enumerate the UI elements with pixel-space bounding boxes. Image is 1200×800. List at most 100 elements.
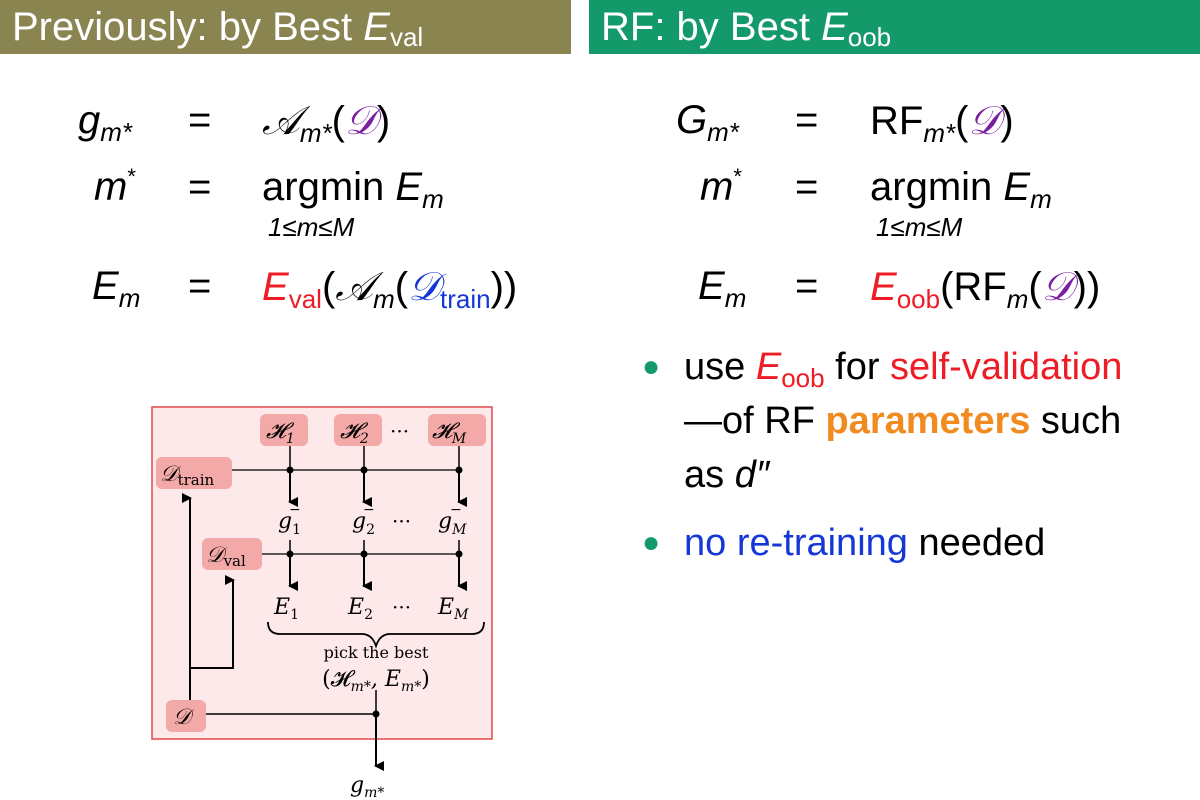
right-eq-row1: Gm* bbox=[676, 98, 739, 145]
left-eq-row1-rhs: 𝒜m*(𝒟) bbox=[262, 98, 391, 146]
RF-sub: m* bbox=[923, 118, 956, 148]
node-HM bbox=[428, 414, 486, 446]
left-eq-row2-rhs: argmin Em bbox=[262, 165, 444, 212]
d-param: d″ bbox=[734, 454, 770, 496]
dots-H: ··· bbox=[390, 419, 409, 443]
argmin-range: 1≤m≤M bbox=[268, 212, 355, 242]
paren: ) bbox=[376, 99, 391, 143]
equals: = bbox=[795, 165, 819, 209]
paren: ( bbox=[394, 265, 409, 309]
node-H1 bbox=[260, 414, 308, 446]
node-H2 bbox=[334, 414, 382, 446]
paren: ( bbox=[321, 265, 336, 309]
node-D-val bbox=[202, 538, 262, 570]
bullet-item: ● no re-training needed bbox=[640, 516, 1200, 570]
E-oob-sub: oob bbox=[781, 363, 825, 393]
g2-bar: − bbox=[363, 502, 375, 518]
E-oob-sub: oob bbox=[896, 284, 941, 314]
label-g1: g1 bbox=[278, 509, 301, 538]
paren: ( bbox=[1028, 265, 1042, 309]
algo-A: 𝒜 bbox=[262, 98, 300, 144]
paren: ( bbox=[955, 99, 969, 143]
paren: ( bbox=[940, 265, 954, 309]
RF-sub: m bbox=[1006, 284, 1029, 314]
bullet-dot-icon: ● bbox=[642, 526, 661, 559]
right-eq-row1-rhs: RFm*(𝒟) bbox=[870, 98, 1014, 146]
lhs: m bbox=[700, 165, 734, 209]
RF: RF bbox=[870, 99, 924, 143]
paren: )) bbox=[490, 265, 518, 309]
text: such bbox=[1030, 400, 1122, 442]
label-g-out: gm* bbox=[350, 773, 384, 800]
text: needed bbox=[907, 522, 1046, 564]
lhs: E bbox=[92, 264, 119, 308]
lhs-sub: m* bbox=[100, 117, 133, 147]
right-title-E: E bbox=[821, 5, 848, 49]
label-E1: E1 bbox=[273, 595, 299, 623]
lhs: E bbox=[698, 264, 725, 308]
label-g2: g2 bbox=[352, 509, 375, 538]
E: E bbox=[395, 165, 423, 209]
text: use bbox=[684, 346, 756, 388]
argmin-op: argmin bbox=[870, 165, 993, 209]
label-gM: gM bbox=[438, 509, 467, 538]
E-val-sub: val bbox=[288, 284, 322, 314]
equals: = bbox=[188, 264, 212, 308]
left-eq-row2: m* bbox=[94, 165, 136, 210]
lhs-sub: m bbox=[118, 283, 141, 313]
gM-bar: − bbox=[450, 502, 462, 518]
paren: ( bbox=[331, 99, 345, 143]
data-D-train-sub: train bbox=[440, 284, 491, 314]
validation-diagram: 𝓗1 𝓗2 ··· 𝓗M 𝒟train g1 − g2 − ··· gM − 𝒟… bbox=[151, 406, 493, 800]
right-eq-row2: m* bbox=[700, 165, 742, 210]
g1-bar: − bbox=[289, 502, 301, 518]
paren: )) bbox=[1073, 265, 1101, 309]
left-eq-row1: gm* bbox=[78, 98, 132, 145]
right-eq-row3-rhs: Eoob(RFm(𝒟)) bbox=[870, 264, 1101, 312]
equals: = bbox=[795, 264, 819, 308]
lhs: g bbox=[78, 98, 101, 142]
data-D: 𝒟 bbox=[968, 98, 1001, 144]
lhs-sup: * bbox=[733, 164, 742, 189]
text: —of RF bbox=[684, 400, 826, 442]
argmin-range: 1≤m≤M bbox=[876, 212, 963, 242]
label-EM: EM bbox=[437, 595, 469, 623]
E: E bbox=[1003, 165, 1031, 209]
pick-best-result: (𝓗m*, Em*) bbox=[322, 667, 430, 695]
algo-A-sub: m bbox=[373, 284, 395, 314]
E-val: E bbox=[262, 265, 289, 309]
equals: = bbox=[795, 98, 819, 142]
data-D: 𝒟 bbox=[344, 98, 377, 144]
right-title-text: RF: by Best bbox=[601, 5, 822, 49]
right-eq-row2-rhs: argmin Em bbox=[870, 165, 1052, 212]
bullet-list: ● use Eoob for self-validation —of RF pa… bbox=[640, 340, 1200, 584]
dots-E: ··· bbox=[392, 595, 411, 619]
text: for bbox=[824, 346, 891, 388]
lhs: G bbox=[676, 98, 708, 142]
RF: RF bbox=[953, 265, 1007, 309]
dots-g: ··· bbox=[392, 509, 411, 533]
label-D-train: 𝒟train bbox=[160, 462, 215, 489]
self-validation-text: self-validation bbox=[890, 346, 1123, 388]
left-title-E: E bbox=[363, 5, 390, 49]
label-D: 𝒟 bbox=[173, 705, 195, 730]
E-oob: E bbox=[870, 265, 897, 309]
label-E2: E2 bbox=[347, 595, 373, 623]
right-eq-row3: Em bbox=[698, 264, 746, 311]
equals: = bbox=[188, 98, 212, 142]
algo-A: 𝒜 bbox=[335, 264, 374, 310]
no-retraining-text: no re-training bbox=[684, 522, 908, 564]
left-title-sub: val bbox=[389, 22, 424, 52]
data-D-train: 𝒟 bbox=[408, 264, 441, 310]
data-D: 𝒟 bbox=[1041, 264, 1074, 310]
left-title-bar: Previously: by Best Eval bbox=[0, 0, 571, 54]
left-eq-row3-rhs: Eval(𝒜m(𝒟train)) bbox=[262, 264, 518, 312]
algo-A-sub: m* bbox=[299, 118, 332, 148]
E-oob: E bbox=[755, 346, 782, 388]
bullet-item: ● use Eoob for self-validation —of RF pa… bbox=[640, 340, 1200, 502]
pick-brace bbox=[267, 621, 485, 649]
node-D-train bbox=[156, 457, 232, 489]
lhs-sub: m bbox=[724, 283, 747, 313]
lhs-sub: m* bbox=[707, 117, 739, 147]
right-title-sub: oob bbox=[847, 22, 892, 52]
